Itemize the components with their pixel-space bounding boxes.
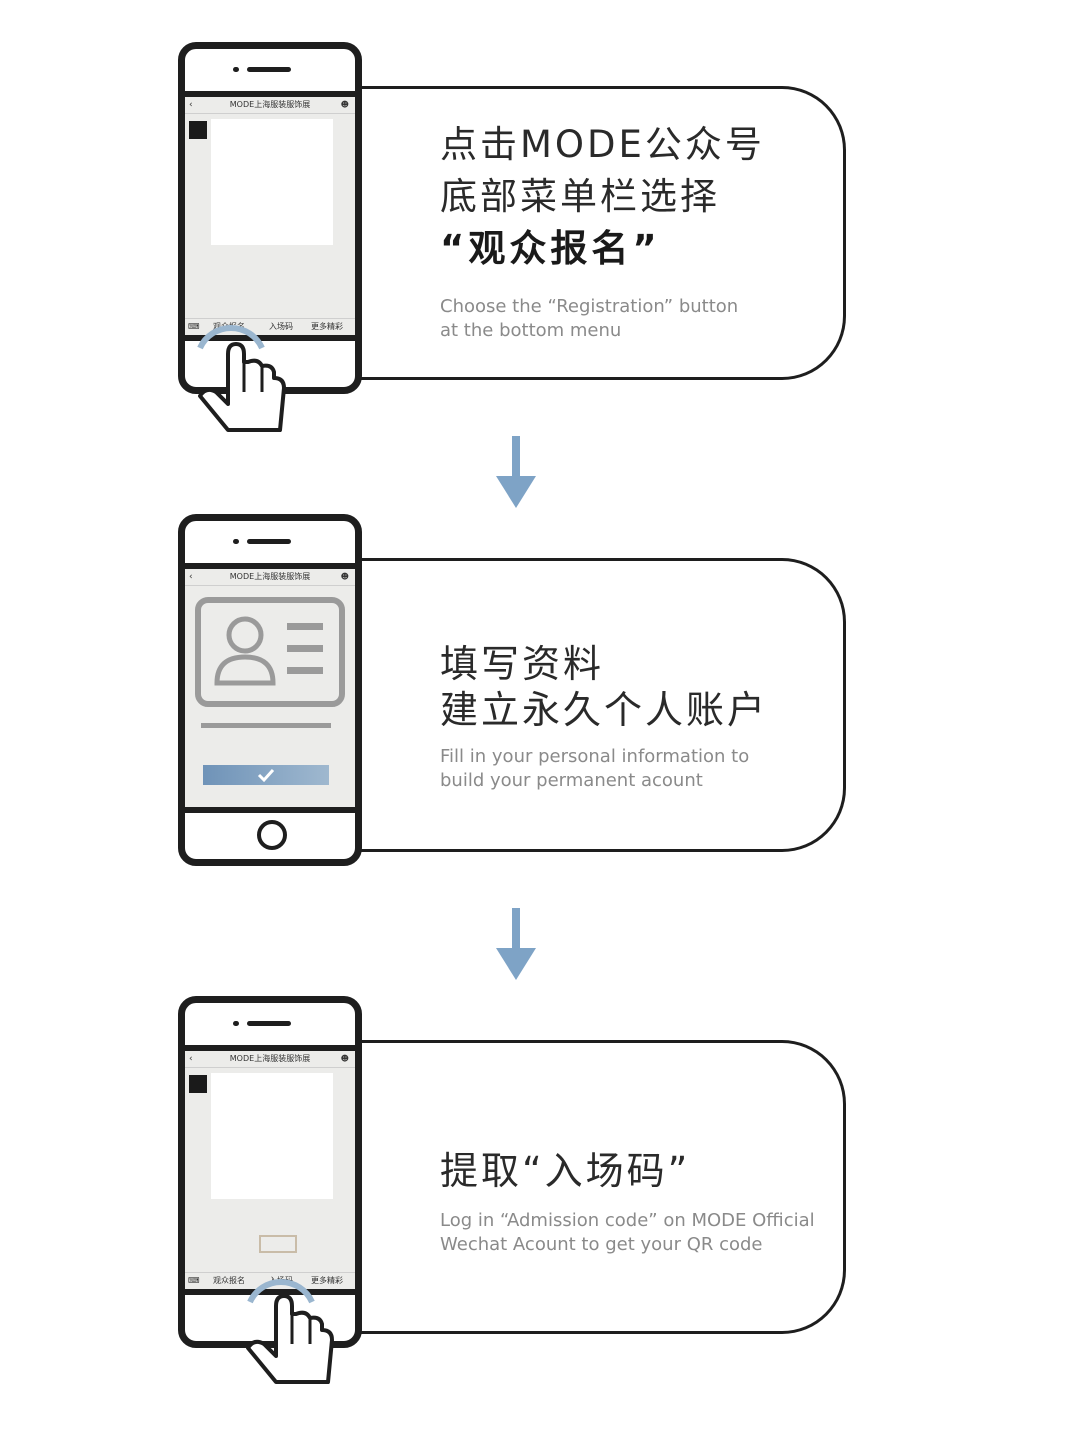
camera-icon	[233, 1021, 239, 1026]
step-1-screen: ‹ MODE上海服装服饰展 ☻ ⌨ 观众报名 入场码 更多精彩	[185, 97, 355, 335]
menu-item-more[interactable]: 更多精彩	[311, 1276, 343, 1285]
menu-item-more[interactable]: 更多精彩	[311, 322, 343, 331]
menu-item-admission[interactable]: 入场码	[269, 322, 293, 331]
chevron-left-icon[interactable]: ‹	[189, 572, 193, 582]
step-2-zh-line-1: 填写资料	[440, 642, 605, 686]
phone-bottom-bar	[185, 807, 355, 859]
screen-title: MODE上海服装服饰展	[229, 100, 311, 109]
chevron-left-icon[interactable]: ‹	[189, 1054, 193, 1064]
underline-divider	[201, 723, 331, 728]
step-3-card: 提取“入场码” Log in “Admission code” on MODE …	[330, 1040, 846, 1334]
chevron-left-icon[interactable]: ‹	[189, 100, 193, 110]
message-panel	[211, 119, 333, 245]
step-1: 点击MODE公众号 底部菜单栏选择 “观众报名” Choose the “Reg…	[0, 42, 1080, 462]
step-3-en-line-2: Wechat Acount to get your QR code	[440, 1234, 763, 1255]
arrow-down-icon	[496, 436, 536, 508]
keyboard-icon[interactable]: ⌨	[188, 1276, 200, 1285]
keyboard-icon[interactable]: ⌨	[188, 322, 200, 331]
step-3-en-line-1: Log in “Admission code” on MODE Official	[440, 1210, 815, 1231]
camera-icon	[233, 539, 239, 544]
step-2-zh-line-2: 建立永久个人账户	[440, 688, 769, 732]
pointing-hand-icon	[246, 1279, 334, 1384]
step-3-screen: ‹ MODE上海服装服饰展 ☻ ⌨ 观众报名 入场码 更多精彩	[185, 1051, 355, 1289]
screen-title: MODE上海服装服饰展	[229, 572, 311, 581]
speaker-icon	[247, 539, 291, 544]
mode-logo	[189, 1075, 207, 1093]
phone-top-bar	[185, 49, 355, 97]
step-1-phone: ‹ MODE上海服装服饰展 ☻ ⌨ 观众报名 入场码 更多精彩	[178, 42, 362, 394]
step-2: 填写资料 建立永久个人账户 Fill in your personal info…	[0, 514, 1080, 934]
screen-header: ‹ MODE上海服装服饰展 ☻	[185, 97, 355, 114]
phone-top-bar	[185, 1003, 355, 1051]
step-1-zh-line-1: 点击MODE公众号	[440, 123, 765, 166]
step-1-zh-bold: “观众报名”	[440, 227, 661, 270]
step-1-card: 点击MODE公众号 底部菜单栏选择 “观众报名” Choose the “Reg…	[330, 86, 846, 380]
home-button[interactable]	[257, 820, 287, 850]
popup-box	[259, 1235, 297, 1253]
screen-header: ‹ MODE上海服装服饰展 ☻	[185, 569, 355, 586]
screen-title: MODE上海服装服饰展	[229, 1054, 311, 1063]
message-panel	[211, 1073, 333, 1199]
id-card-icon	[195, 597, 345, 707]
person-icon[interactable]: ☻	[340, 572, 349, 581]
arrow-down-icon	[496, 908, 536, 980]
phone-bottom-bar	[185, 335, 355, 387]
speaker-icon	[247, 67, 291, 72]
step-1-en-line-1: Choose the “Registration” button	[440, 296, 739, 317]
speaker-icon	[247, 1021, 291, 1026]
confirm-button[interactable]	[203, 765, 329, 785]
menu-item-registration[interactable]: 观众报名	[213, 1276, 245, 1285]
camera-icon	[233, 67, 239, 72]
phone-top-bar	[185, 521, 355, 569]
step-3: 提取“入场码” Log in “Admission code” on MODE …	[0, 996, 1080, 1416]
step-2-card: 填写资料 建立永久个人账户 Fill in your personal info…	[330, 558, 846, 852]
step-2-en-line-1: Fill in your personal information to	[440, 746, 750, 767]
checkmark-icon	[257, 768, 275, 783]
pointing-hand-icon	[197, 325, 286, 432]
phone-bottom-bar	[185, 1289, 355, 1341]
screen-header: ‹ MODE上海服装服饰展 ☻	[185, 1051, 355, 1068]
step-3-zh-line-1: 提取“入场码”	[440, 1149, 691, 1193]
person-icon[interactable]: ☻	[340, 1054, 349, 1063]
step-1-zh-line-2: 底部菜单栏选择	[440, 175, 720, 218]
mode-logo	[189, 121, 207, 139]
step-2-phone: ‹ MODE上海服装服饰展 ☻	[178, 514, 362, 866]
step-2-en-line-2: build your permanent acount	[440, 770, 703, 791]
step-3-phone: ‹ MODE上海服装服饰展 ☻ ⌨ 观众报名 入场码 更多精彩	[178, 996, 362, 1348]
step-2-screen: ‹ MODE上海服装服饰展 ☻	[185, 569, 355, 807]
step-1-en-line-2: at the bottom menu	[440, 320, 622, 341]
person-icon[interactable]: ☻	[340, 100, 349, 109]
